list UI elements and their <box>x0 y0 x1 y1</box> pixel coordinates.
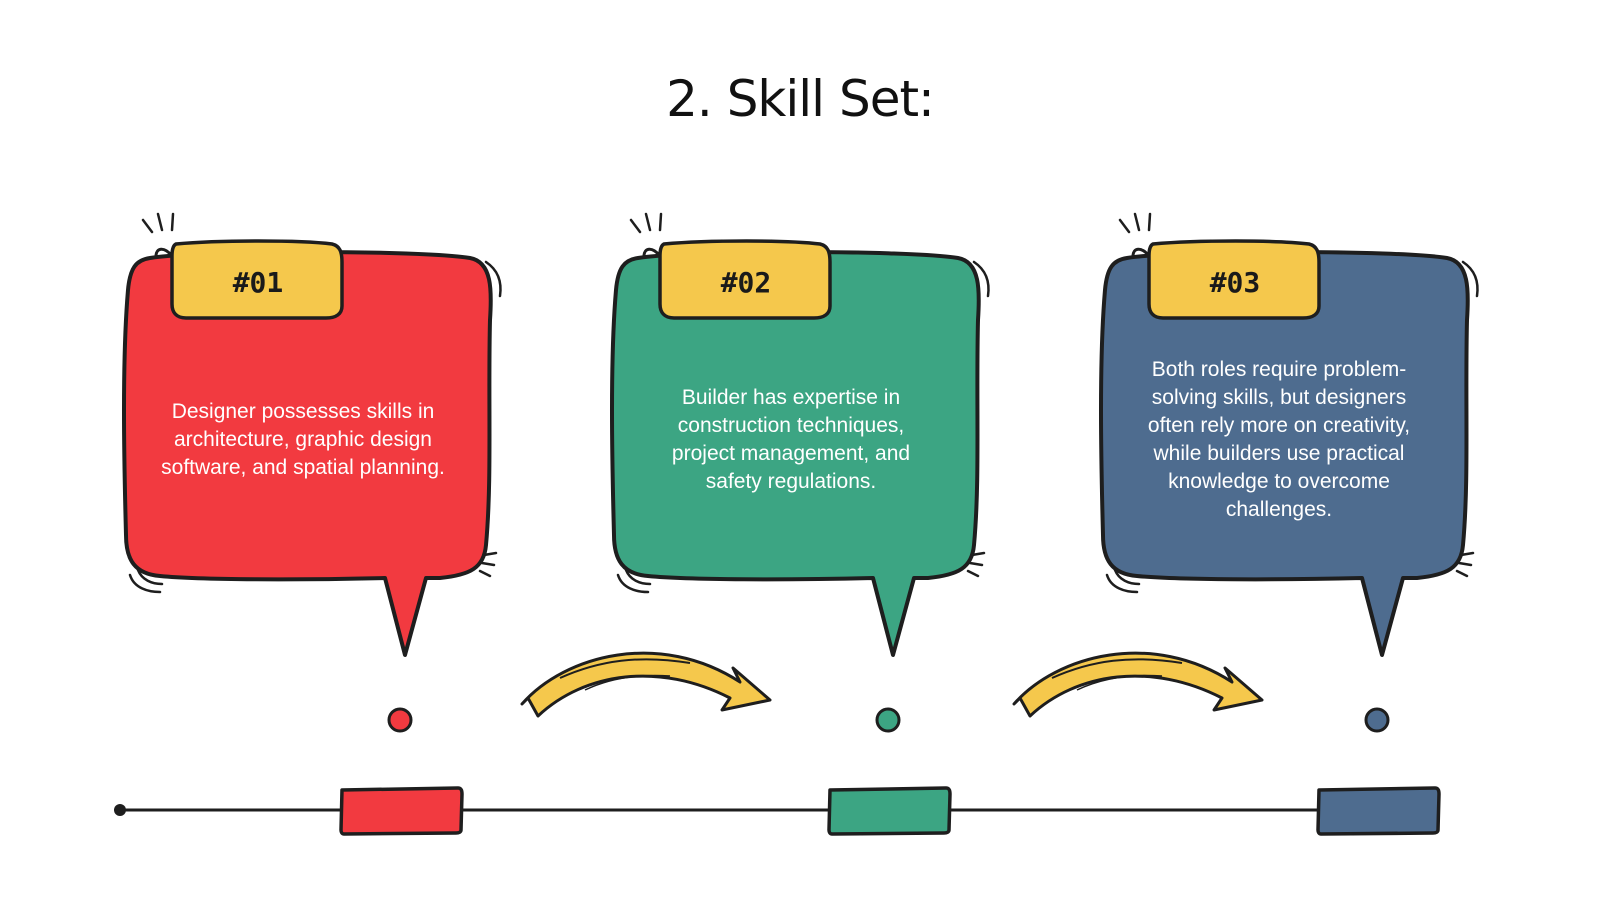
card-bubble <box>1099 250 1470 657</box>
tag-curl <box>154 247 174 257</box>
curved-arrow-icon <box>520 651 772 718</box>
curved-arrow-icon <box>1012 651 1264 718</box>
card-text: Builder has expertise in construction te… <box>671 386 911 493</box>
speech-bubble-icon <box>1099 212 1479 836</box>
sketch-stroke <box>1118 218 1131 234</box>
sketch-stroke <box>644 212 652 232</box>
timeline <box>114 804 1338 816</box>
sketch-stroke <box>1105 573 1139 594</box>
speech-bubble-icon <box>122 212 502 836</box>
timeline-block <box>339 786 464 836</box>
sketch-stroke <box>1455 569 1469 578</box>
sketch-stroke <box>624 568 652 586</box>
sketch-stroke <box>972 260 990 298</box>
sketch-stroke <box>1147 212 1152 232</box>
card-number: #01 <box>232 265 284 299</box>
sketch-stroke <box>629 218 642 234</box>
sketch-stroke <box>170 212 175 232</box>
sketch-stroke <box>484 260 502 298</box>
sketch-stroke <box>136 568 164 586</box>
tag-curl <box>1131 247 1151 257</box>
sketch-stroke <box>970 551 986 557</box>
timeline-dot-icon <box>387 707 413 733</box>
slide-title: 2. Skill Set: <box>666 70 935 128</box>
sketch-stroke <box>968 561 984 567</box>
sketch-stroke <box>616 573 650 594</box>
timeline-block <box>1316 786 1441 836</box>
sketch-stroke <box>478 569 492 578</box>
card-number: #02 <box>720 265 772 299</box>
tag-curl <box>642 247 662 257</box>
sketch-stroke <box>966 569 980 578</box>
sketch-stroke <box>482 551 498 557</box>
sketch-stroke <box>141 218 154 234</box>
card-bubble <box>610 250 981 657</box>
sketch-stroke <box>1459 551 1475 557</box>
sketch-stroke <box>128 573 162 594</box>
card-text: Designer possesses skills in architectur… <box>161 400 445 479</box>
cards-layer <box>122 212 1479 836</box>
sketch-stroke <box>1457 561 1473 567</box>
sketch-stroke <box>480 561 496 567</box>
card-bubble <box>122 250 493 657</box>
speech-bubble-icon <box>610 212 990 836</box>
card-text: Both roles require problem-solving skill… <box>1147 358 1411 521</box>
card-number: #03 <box>1209 265 1261 299</box>
sketch-stroke <box>658 212 663 232</box>
timeline-block <box>827 786 952 836</box>
timeline-start-dot <box>114 804 126 816</box>
sketch-stroke <box>1113 568 1141 586</box>
sketch-stroke <box>1461 260 1479 298</box>
timeline-dot-icon <box>1364 707 1390 733</box>
sketch-stroke <box>1133 212 1141 232</box>
timeline-dot-icon <box>875 707 901 733</box>
sketch-stroke <box>156 212 164 232</box>
